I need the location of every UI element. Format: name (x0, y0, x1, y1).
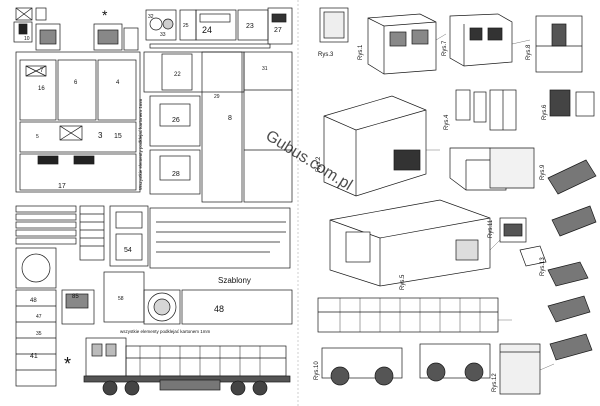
part-58 (103, 271, 145, 323)
label-24: 24 (202, 25, 212, 35)
label-3: 3 (98, 131, 103, 140)
label-47: 47 (36, 314, 42, 320)
part-8 (201, 51, 243, 203)
label-16: 16 (38, 86, 45, 92)
label-7: 7 (40, 68, 44, 74)
templates-area (149, 207, 291, 269)
part-17 (19, 153, 137, 191)
fig-rys3: Rys.3 (318, 52, 334, 58)
rys1-cab-assembly (367, 13, 437, 75)
part-8b (243, 51, 293, 203)
rys9-box (449, 147, 535, 191)
label-85: 85 (72, 294, 79, 300)
part-28 (149, 149, 201, 195)
rys4-panels (455, 89, 517, 131)
part-54 (109, 205, 149, 267)
frame-assembly (317, 297, 499, 333)
part-cab-window-left (35, 23, 61, 51)
part-24 (195, 9, 237, 41)
bottom-note: wszystkie elementy podklejać kartonem 1m… (120, 329, 211, 334)
label-23: 23 (246, 23, 254, 30)
label-31: 31 (262, 66, 268, 72)
rys3-box (319, 7, 349, 43)
fig-rys10: Rys.10 (314, 361, 320, 380)
fig-rys7: Rys.7 (442, 40, 448, 56)
fig-rys8: Rys.8 (526, 44, 532, 60)
right-assembly-sheet (317, 7, 597, 395)
label-48-big: 48 (214, 304, 224, 314)
label-33: 33 (160, 32, 166, 38)
label-25: 25 (183, 23, 189, 29)
left-cutout-sheet: * * Wszystkie elementy (13, 0, 299, 406)
part-22 (143, 51, 245, 93)
fig-rys1: Rys.1 (358, 44, 364, 60)
label-26: 26 (172, 117, 180, 124)
star-mark-bottom: * (64, 354, 71, 374)
vertical-note: Wszystkie elementy podklejać kartonem 1m… (138, 98, 143, 190)
rys13-truck (547, 159, 597, 361)
part-narrow (123, 27, 139, 51)
label-15: 15 (114, 133, 122, 140)
fig-rys11: Rys.11 (488, 219, 494, 238)
part-small-square-2 (35, 7, 47, 21)
label-28: 28 (172, 171, 180, 178)
fig-rys5: Rys.5 (400, 274, 406, 290)
part-round-frame (145, 9, 177, 41)
part-4 (97, 59, 137, 121)
part-16 (19, 59, 57, 121)
part-85-frame (143, 289, 181, 325)
label-8: 8 (228, 115, 232, 122)
part-47 (61, 289, 95, 325)
label-58: 58 (118, 296, 124, 302)
label-17: 17 (58, 183, 66, 190)
watermark: Gubus.com.pl (262, 127, 355, 194)
fig-rys9: Rys.9 (540, 164, 546, 180)
fig-rys4: Rys.4 (444, 114, 450, 130)
rys8-cab (535, 15, 583, 73)
label-22: 22 (174, 72, 181, 78)
label-4: 4 (116, 80, 120, 86)
part-thin-strip (149, 43, 271, 49)
figure-labels: Rys.3 Rys.1 Rys.7 Rys.8 Rys.2 Rys.6 Rys.… (314, 40, 548, 392)
locomotive-side-view (83, 337, 291, 396)
part-door-piece (13, 21, 33, 43)
label-29: 29 (214, 94, 220, 100)
templates-label: Szablony (218, 276, 251, 285)
label-32: 32 (148, 14, 154, 20)
part-hood-layout (15, 51, 141, 193)
label-41: 41 (30, 353, 38, 360)
rys7-cab (449, 13, 513, 67)
fig-rys2: Rys.2 (316, 156, 322, 172)
star-mark: * (102, 7, 108, 23)
rys10-11-parts (499, 217, 547, 267)
fig-rys6: Rys.6 (542, 104, 548, 120)
part-27 (267, 7, 293, 45)
fig-rys12: Rys.12 (492, 373, 498, 392)
label-27: 27 (274, 27, 282, 34)
part-41-frame (15, 247, 57, 289)
label-6: 6 (74, 80, 78, 86)
label-10: 10 (24, 36, 30, 42)
part-6 (57, 59, 97, 121)
part-small-square (15, 7, 33, 21)
label-35: 35 (36, 331, 42, 337)
part-cab-window-right (93, 23, 123, 51)
part-5-3 (19, 121, 137, 153)
label-5: 5 (36, 134, 39, 140)
part-number-labels: 10 32 33 25 24 23 27 22 8 7 16 6 4 5 3 1… (24, 14, 282, 360)
rys-bogies (321, 343, 541, 395)
part-26 (149, 95, 201, 147)
rys6-parts (549, 89, 595, 117)
rys2-hood (323, 95, 427, 197)
rys5-body (329, 199, 491, 287)
part-ladder-strips (15, 205, 105, 261)
label-54: 54 (124, 247, 132, 254)
label-48-left: 48 (30, 298, 37, 304)
part-48 (181, 289, 293, 325)
fig-rys13: Rys.13 (540, 257, 546, 276)
